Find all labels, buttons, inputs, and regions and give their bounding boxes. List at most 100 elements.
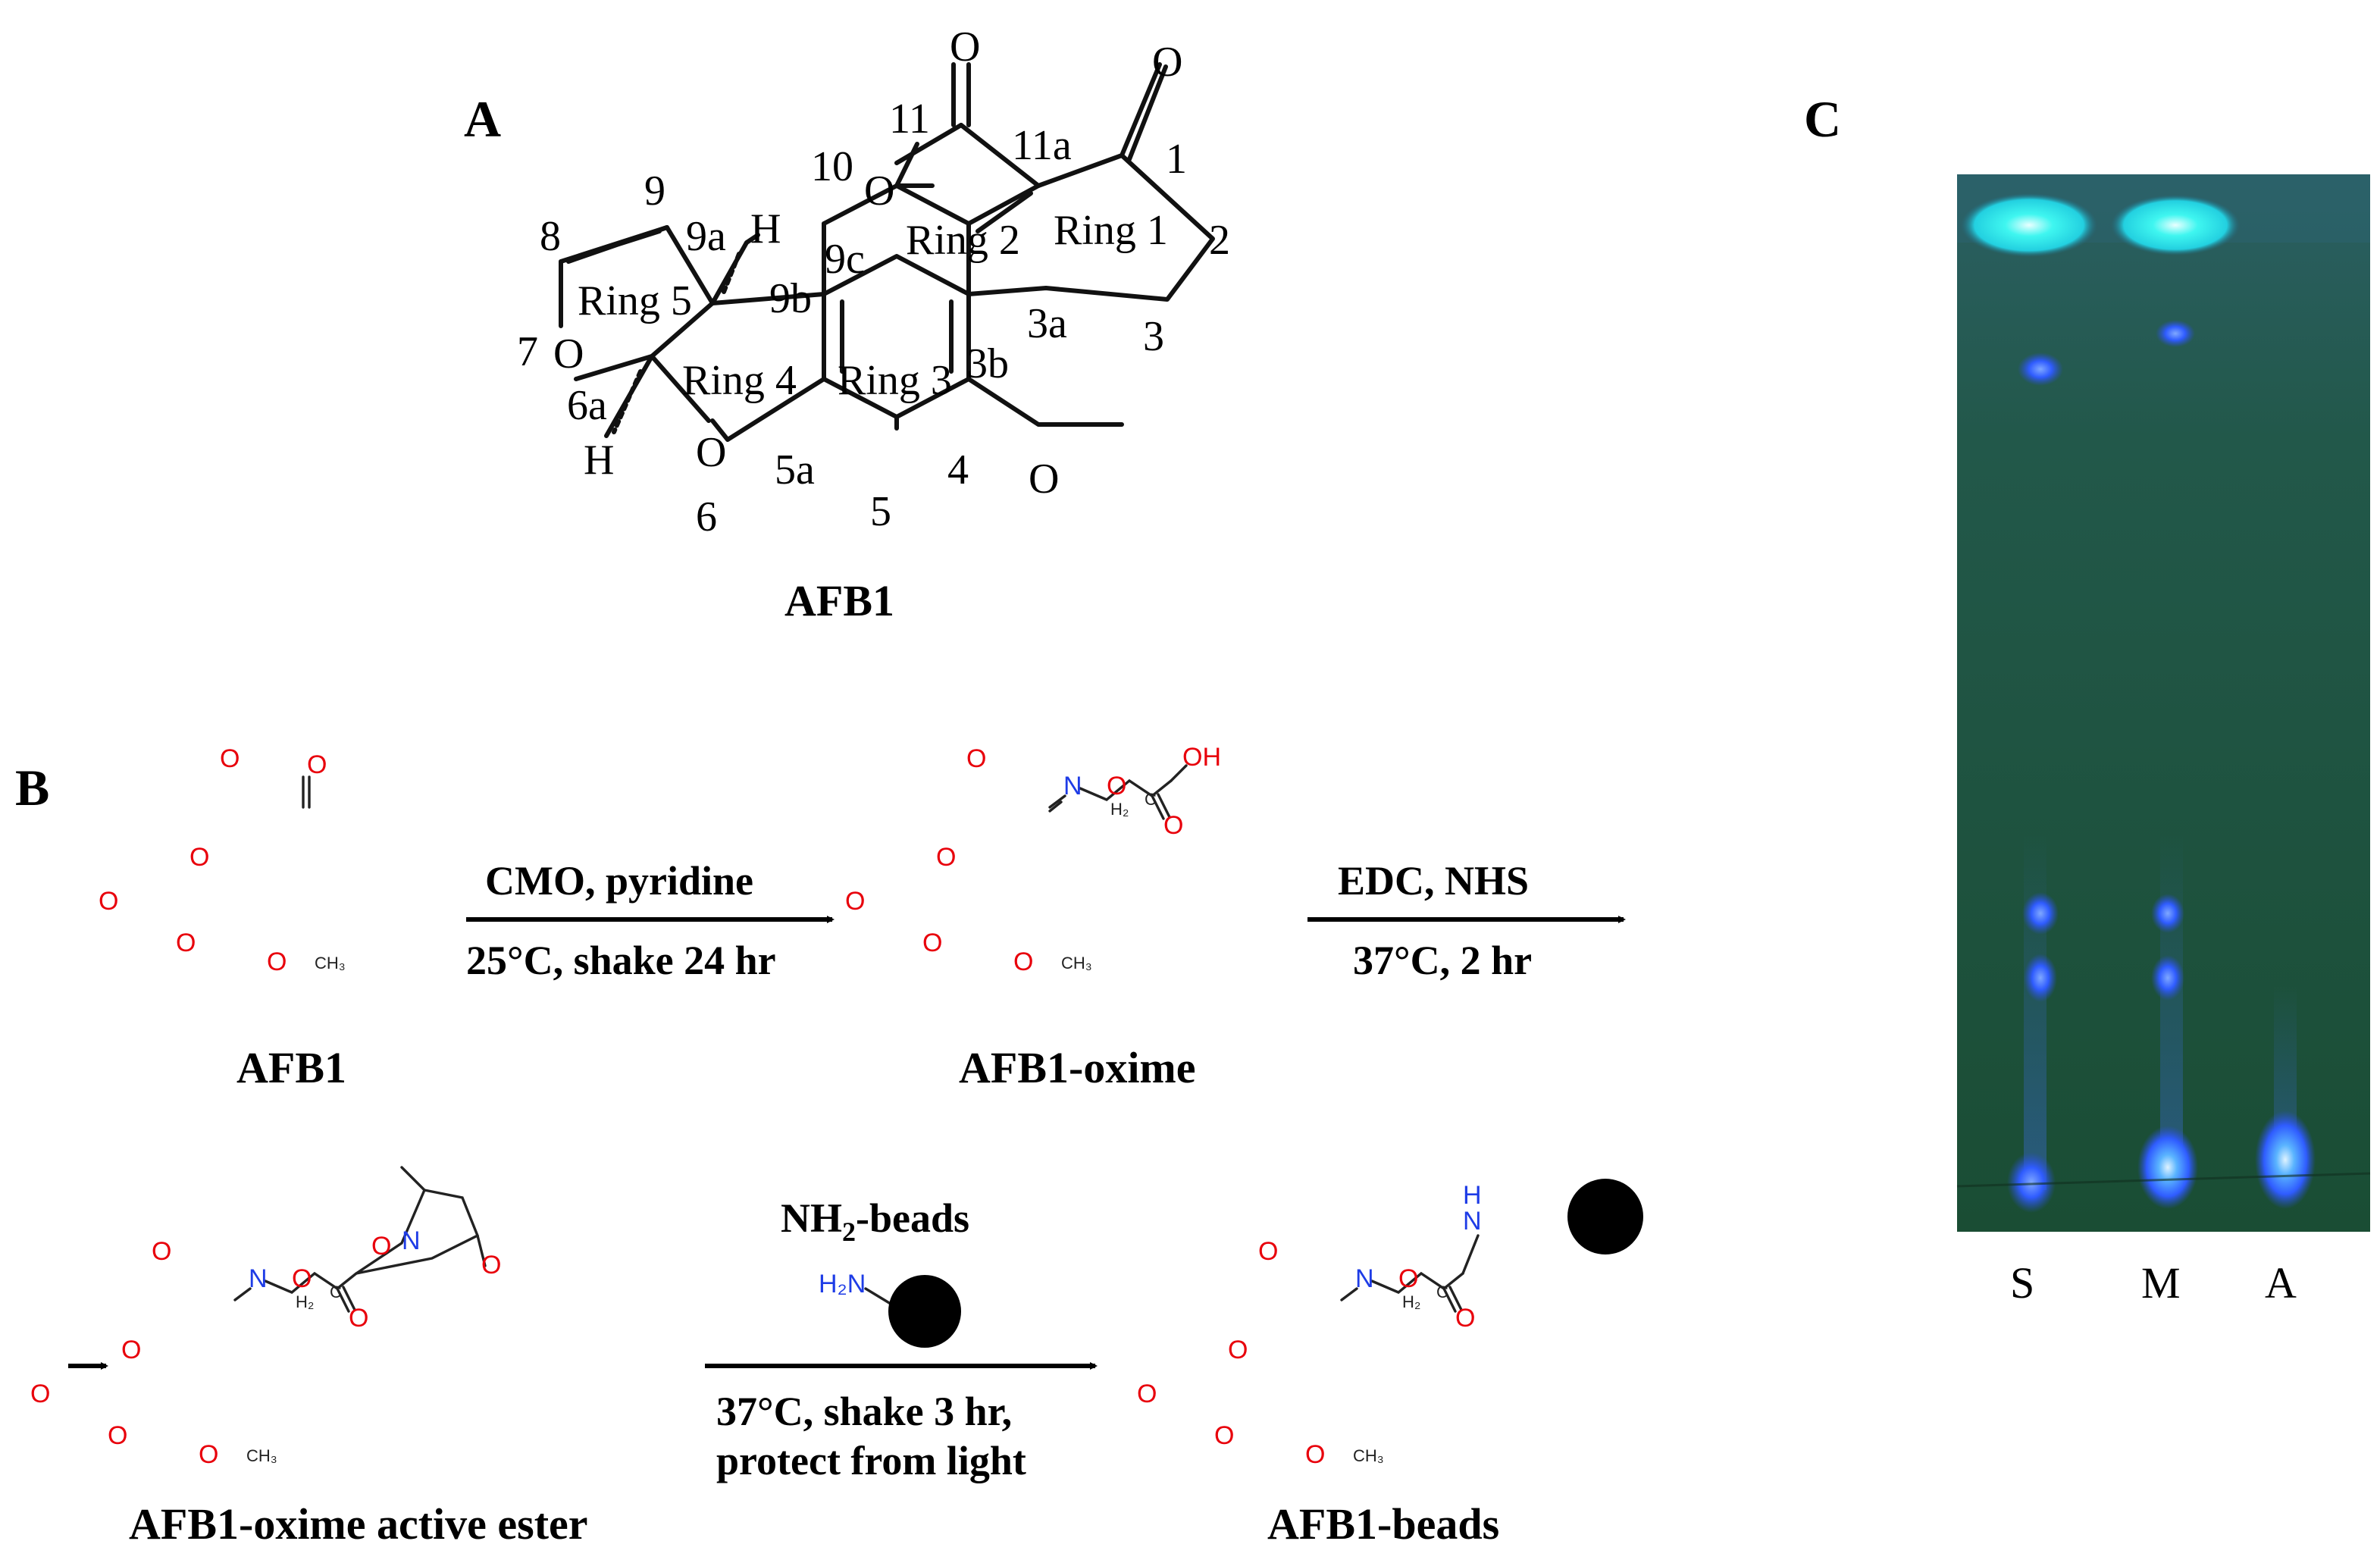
atom-o: O [220, 744, 240, 773]
atom-o: O [1013, 948, 1033, 976]
atom-ch3: CH₃ [1353, 1446, 1384, 1465]
lane-label-m: M [2141, 1258, 2181, 1308]
step2-reagents: EDC, NHS [1338, 858, 1529, 904]
ring-3-label: Ring 3 [838, 357, 952, 404]
atom-o: O [108, 1421, 127, 1450]
atom-h2: H₂ [296, 1292, 314, 1311]
position-5a: 5a [775, 446, 815, 493]
atom-o: O [936, 843, 956, 872]
atom-o: O [199, 1440, 218, 1469]
step1-reagents: CMO, pyridine [485, 858, 753, 904]
lane-m-top-spot [2111, 195, 2240, 255]
beads-name: AFB1-beads [1267, 1499, 1499, 1549]
atom-h: H [584, 437, 614, 484]
atom-o: O [371, 1232, 391, 1261]
ring-5-label: Ring 5 [578, 277, 692, 324]
atom-o: O [481, 1251, 501, 1280]
atom-o: O [176, 929, 196, 957]
h2n-label: H₂N [819, 1270, 866, 1298]
atom-o: O [349, 1304, 368, 1333]
atom-o: O [1107, 772, 1126, 800]
atom-n: N [1063, 772, 1082, 800]
active-ester-structure: O N O O N O O C H₂ O O O O CH₃ [30, 1166, 501, 1469]
atom-o: O [1214, 1421, 1234, 1450]
atom-ch3: CH₃ [246, 1446, 277, 1465]
atom-o: O [99, 887, 118, 916]
panel-c-label: C [1804, 90, 1841, 148]
atom-h2: H₂ [1402, 1292, 1420, 1311]
position-9c: 9c [825, 236, 865, 283]
atom-ch3: CH₃ [315, 954, 346, 973]
atom-o: O [1152, 39, 1182, 86]
position-9: 9 [644, 168, 665, 215]
step3-reagent: NH2-beads [781, 1195, 969, 1247]
atom-o: O [845, 887, 865, 916]
step2-conditions: 37°C, 2 hr [1353, 938, 1532, 983]
position-8: 8 [540, 213, 561, 260]
atom-o: O [121, 1336, 141, 1364]
afb1-beads-structure: O N O N H O C H₂ O O O O CH₃ [1007, 1181, 1482, 1469]
position-3a: 3a [1027, 300, 1067, 347]
step3-conditions-1: 37°C, shake 3 hr, [716, 1389, 1012, 1434]
atom-o: O [922, 929, 942, 957]
ring-4-label: Ring 4 [682, 357, 797, 404]
lane-s-streak [2024, 834, 2046, 1190]
bead [1567, 1179, 1643, 1254]
afb1-structure-detailed [559, 62, 1215, 442]
position-11a: 11a [1012, 122, 1072, 169]
atom-ch3: CH₃ [1061, 954, 1092, 973]
atom-n: N [402, 1226, 421, 1255]
atom-o: O [1305, 1440, 1325, 1469]
lane-s-spot-2 [2024, 954, 2057, 1002]
atom-nh-h: H [1463, 1181, 1482, 1210]
step3-conditions-2: protect from light [716, 1438, 1026, 1483]
atom-o: O [152, 1237, 171, 1266]
atom-o: O [1455, 1304, 1475, 1333]
tlc-plate [1956, 174, 2371, 1232]
position-2: 2 [1209, 217, 1230, 264]
amine-bond [864, 1287, 892, 1305]
lane-m-spot-2 [2151, 955, 2184, 1001]
atom-o: O [1258, 1237, 1278, 1266]
atom-o: O [1228, 1336, 1248, 1364]
lane-s-spot-1 [2022, 892, 2059, 935]
position-1: 1 [1166, 136, 1187, 183]
lane-s-origin-spot [2007, 1152, 2056, 1213]
atom-c: C [330, 1283, 342, 1301]
position-7: 7 [517, 328, 538, 375]
ring-2-label: Ring 2 [906, 217, 1020, 264]
position-9a: 9a [686, 213, 726, 260]
position-9b: 9b [769, 275, 812, 322]
atom-o: O [267, 948, 287, 976]
atom-o: O [189, 843, 209, 872]
lane-m-spot-1 [2151, 894, 2184, 933]
atom-o: O [307, 750, 327, 779]
atom-o: O [966, 744, 986, 773]
atom-nh-n: N [1463, 1207, 1482, 1236]
position-5: 5 [870, 488, 891, 535]
position-10: 10 [811, 143, 853, 190]
atom-o: O [553, 330, 584, 377]
position-6: 6 [696, 493, 717, 540]
atom-n: N [249, 1264, 268, 1293]
step1-conditions: 25°C, shake 24 hr [466, 938, 776, 983]
position-3b: 3b [966, 340, 1009, 387]
atom-o: O [1029, 456, 1059, 503]
afb1-name-b: AFB1 [236, 1043, 346, 1092]
ring-1-label: Ring 1 [1054, 207, 1168, 254]
lane-a-origin-spot [2255, 1110, 2316, 1209]
atom-o: O [292, 1264, 312, 1293]
panel-b-label: B [15, 759, 49, 816]
afb1-atom-labels: O O O O O O H H 1 2 3 3a 3b 4 5 5a 6 6a … [517, 23, 1230, 625]
atom-oh: OH [1182, 743, 1221, 772]
lane-m-origin-spot [2137, 1126, 2198, 1209]
origin-line [1956, 1172, 2371, 1188]
position-4: 4 [947, 446, 969, 493]
lane-s-top-spot [1961, 193, 2097, 257]
atom-h: H [750, 205, 781, 252]
afb1-oxime-structure: O N O C H₂ OH O O O O O CH₃ [715, 743, 1221, 976]
atom-o: O [864, 168, 894, 215]
atom-o: O [1398, 1264, 1418, 1293]
